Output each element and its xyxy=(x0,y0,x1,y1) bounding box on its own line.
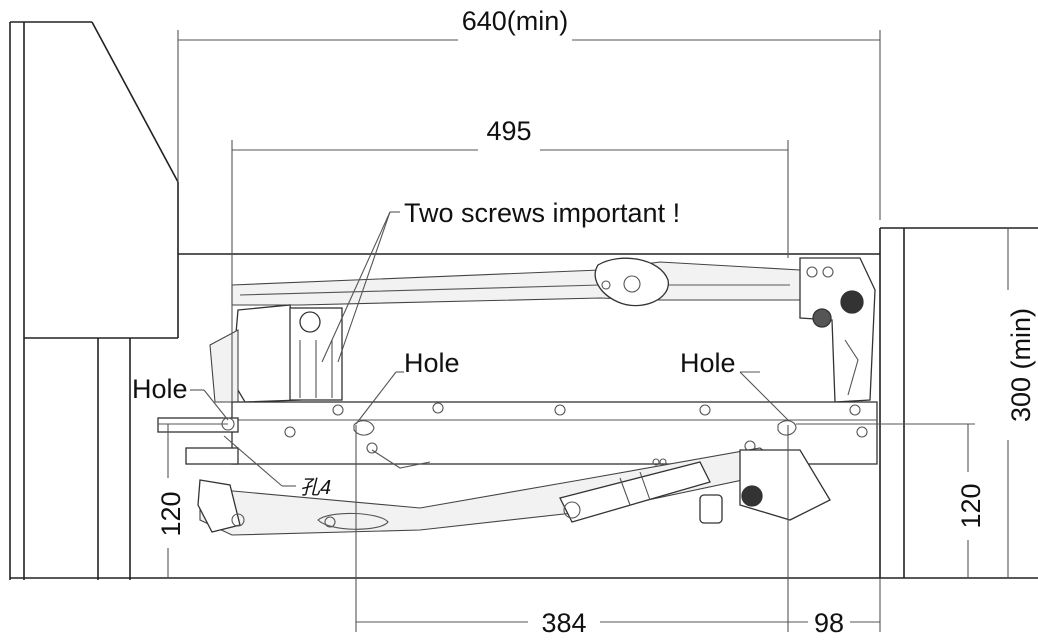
dimension-120-right: 120 xyxy=(796,423,986,578)
left-cabinet-panel xyxy=(9,21,179,580)
left-hole-height-label: 120 xyxy=(156,491,186,536)
screws-callout: Two screws important ! xyxy=(321,198,680,363)
lift-mechanism xyxy=(157,257,878,536)
right-cabinet-panel xyxy=(879,227,1038,578)
cabinet-outline xyxy=(10,253,1038,579)
part-marking: 孔4 xyxy=(223,435,331,499)
hole-callout-left: Hole xyxy=(132,374,229,421)
overall-width-label: 640(min) xyxy=(462,6,569,36)
dimension-120-left: 120 xyxy=(156,423,228,578)
mechanism-width-label: 495 xyxy=(486,116,531,146)
right-offset-label: 98 xyxy=(814,608,844,638)
dimension-495: 495 xyxy=(231,116,789,402)
hole-spacing-label: 384 xyxy=(541,608,586,638)
hole-callout-right: Hole xyxy=(680,348,789,421)
screws-note: Two screws important ! xyxy=(404,198,680,228)
right-hole-height-label: 120 xyxy=(956,483,986,528)
height-min-label: 300 (min) xyxy=(1006,308,1036,422)
dimension-300: 300 (min) xyxy=(1006,228,1036,578)
dimension-640: 640(min) xyxy=(177,6,881,220)
hole-left-label: Hole xyxy=(132,374,188,404)
hole-callout-center: Hole xyxy=(355,348,460,425)
dimension-384-98: 384 98 xyxy=(355,425,881,638)
hole-right-label: Hole xyxy=(680,348,736,378)
part-marking-label: 孔4 xyxy=(300,477,331,499)
hole-center-label: Hole xyxy=(404,348,460,378)
